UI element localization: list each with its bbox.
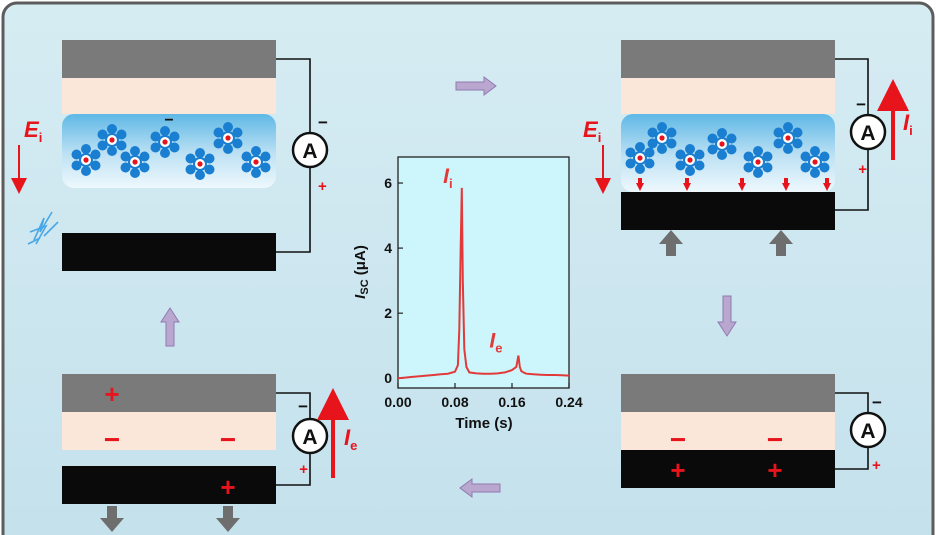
current-label: Ie xyxy=(344,425,357,453)
dielectric-layer xyxy=(62,412,276,450)
ammeter-label: A xyxy=(302,426,317,449)
dielectric-layer xyxy=(621,78,835,114)
bottom-electrode xyxy=(62,466,276,504)
terminal-minus: − xyxy=(872,393,882,412)
terminal-plus: + xyxy=(858,161,867,178)
bottom-electrode xyxy=(621,450,835,488)
ammeter-label: A xyxy=(302,140,317,163)
panel-bottom-left: + − − + A − + Ie xyxy=(62,374,357,532)
x-tick-label: 0.00 xyxy=(384,394,411,410)
dielectric-layer xyxy=(62,78,276,114)
x-tick-label: 0.24 xyxy=(555,394,582,410)
y-tick-label: 0 xyxy=(384,370,392,386)
charge-minus: − xyxy=(767,424,783,455)
terminal-plus: + xyxy=(299,461,308,478)
ammeter-label: A xyxy=(860,122,875,145)
peak-label: Ii xyxy=(443,165,452,191)
circuit-wire xyxy=(835,58,869,115)
field-label: Ei xyxy=(583,117,601,145)
top-electrode xyxy=(621,40,835,78)
current-trace-line xyxy=(397,187,570,380)
y-axis-label: ISC (μA) xyxy=(352,245,371,299)
y-tick-label: 6 xyxy=(384,175,392,191)
flow-arrow-up xyxy=(160,307,180,347)
spark-icon xyxy=(27,211,59,245)
ammeter xyxy=(849,411,887,449)
y-axis-ticks: 0 2 4 6 xyxy=(384,175,403,386)
charge-minus: − xyxy=(220,424,236,455)
charge-plus: + xyxy=(104,379,119,409)
y-tick-label: 4 xyxy=(384,240,392,256)
charge-plus: + xyxy=(767,455,782,485)
circuit-wire xyxy=(276,453,311,486)
x-axis-label: Time (s) xyxy=(455,415,512,432)
flow-arrow-right xyxy=(455,76,497,96)
current-label: Ii xyxy=(903,110,913,138)
bottom-electrode xyxy=(62,233,276,271)
charge-minus: − xyxy=(104,424,120,455)
circuit-wire xyxy=(835,392,869,413)
terminal-plus: + xyxy=(872,457,881,474)
flow-arrow-down xyxy=(717,295,737,337)
charge-plus: + xyxy=(670,455,685,485)
terminal-plus: + xyxy=(318,178,327,195)
terminal-minus: − xyxy=(298,397,308,416)
panel-top-left: − A − + Ei xyxy=(11,40,329,271)
top-electrode xyxy=(62,40,276,78)
circuit-wire xyxy=(276,167,311,253)
panel-bottom-right: − − + + A − + xyxy=(621,374,887,488)
ammeter-label: A xyxy=(860,420,875,443)
top-electrode xyxy=(621,374,835,412)
small-red-arrows xyxy=(636,178,831,191)
ammeter xyxy=(849,113,887,151)
y-tick-label: 2 xyxy=(384,305,392,321)
terminal-minus: − xyxy=(856,95,866,114)
plot-area xyxy=(397,156,570,389)
circuit-wire xyxy=(276,58,311,133)
circuit-wire xyxy=(835,149,869,211)
field-label: Ei xyxy=(24,117,42,145)
circuit-wire xyxy=(276,392,311,419)
x-tick-label: 0.08 xyxy=(441,394,468,410)
peak-label: Ie xyxy=(489,329,502,355)
bottom-electrode xyxy=(621,192,835,230)
ammeter xyxy=(291,131,329,169)
dielectric-layer xyxy=(621,412,835,450)
top-electrode xyxy=(62,374,276,412)
ammeter xyxy=(291,417,329,455)
flow-arrow-left xyxy=(459,478,501,498)
surface-charge-minus: − xyxy=(164,112,173,129)
charge-plus: + xyxy=(220,472,235,502)
x-tick-label: 0.16 xyxy=(498,394,525,410)
charge-minus: − xyxy=(670,424,686,455)
x-axis-ticks: 0.00 0.08 0.16 0.24 xyxy=(384,383,583,410)
panel-top-right: A − + Ii Ei xyxy=(583,40,913,256)
terminal-minus: − xyxy=(318,113,328,132)
circuit-wire xyxy=(835,447,869,470)
